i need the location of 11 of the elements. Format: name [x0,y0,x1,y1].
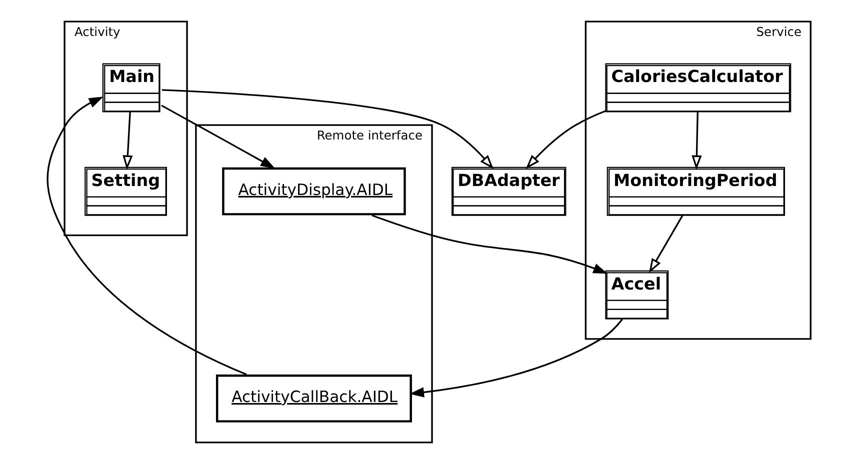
node-box: ActivityDisplay.AIDL [222,167,406,216]
arrow [648,215,683,274]
arrow [408,318,622,398]
arrow [161,89,494,170]
arrow [46,96,246,376]
arrow [525,110,606,169]
node-box: ActivityCallBack.AIDL [215,374,412,422]
arrow [691,112,702,170]
arrow [122,112,132,170]
arrow [371,214,608,274]
arrow [160,104,275,168]
